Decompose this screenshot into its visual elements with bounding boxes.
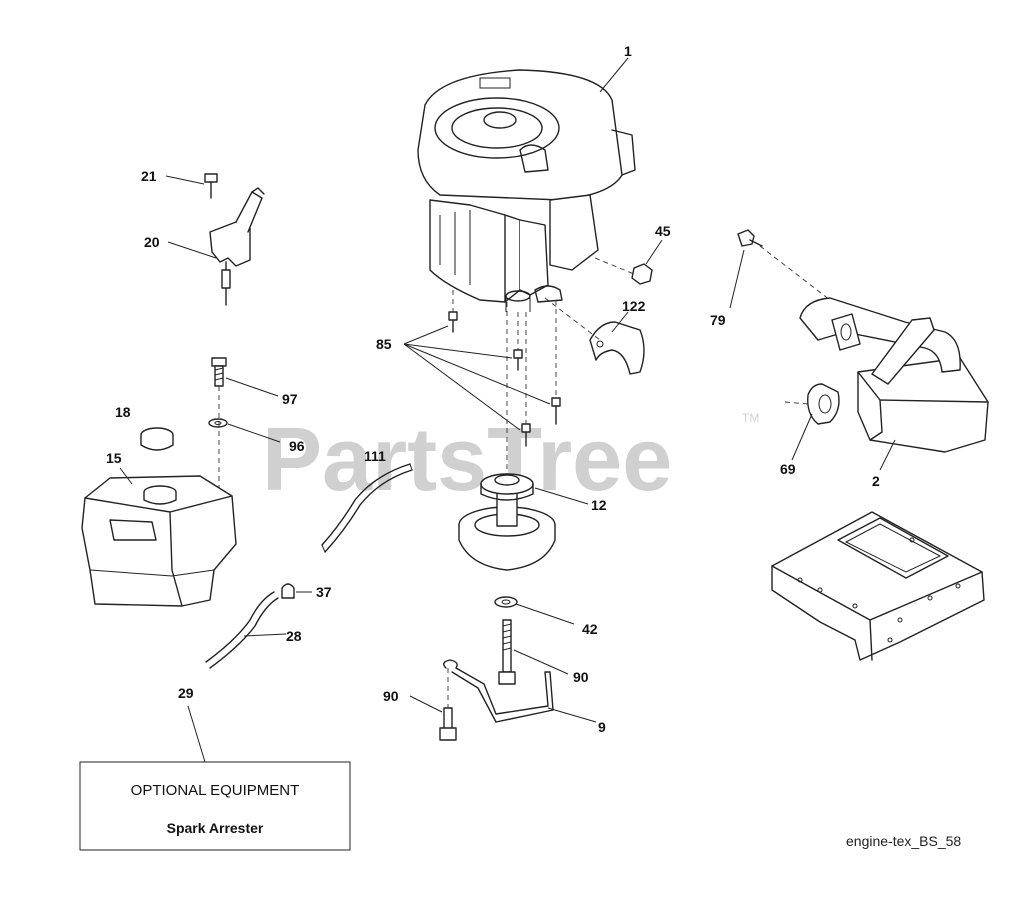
- callout-84[interactable]: 85: [376, 336, 392, 352]
- gasket-69[interactable]: [807, 383, 840, 425]
- callout-18[interactable]: 18: [115, 404, 131, 420]
- washer-42[interactable]: [494, 596, 518, 608]
- shield-122[interactable]: [589, 321, 645, 375]
- bolt-85[interactable]: [498, 619, 516, 685]
- engine-part[interactable]: [417, 69, 636, 312]
- callout-79[interactable]: 79: [710, 312, 726, 328]
- optional-equipment-subtitle: Spark Arrester: [167, 820, 264, 836]
- optional-equipment-title: OPTIONAL EQUIPMENT: [131, 782, 300, 799]
- callout-29[interactable]: 29: [178, 685, 194, 701]
- callout-2[interactable]: 2: [872, 473, 880, 489]
- callout-37[interactable]: 37: [316, 584, 332, 600]
- callout-85[interactable]: 90: [573, 669, 589, 685]
- fuel-tank-15[interactable]: [81, 475, 237, 607]
- callout-42[interactable]: 42: [582, 621, 598, 637]
- throttle-control-20[interactable]: [209, 187, 265, 306]
- clamp-37[interactable]: [281, 583, 295, 599]
- callout-9[interactable]: 9: [598, 719, 606, 735]
- watermark: PartsTree: [262, 410, 672, 510]
- screw-97[interactable]: [211, 357, 227, 387]
- callout-97[interactable]: 97: [282, 391, 298, 407]
- watermark-tm: TM: [742, 411, 759, 425]
- screw-21[interactable]: [204, 173, 218, 199]
- engine-mount-plate: [771, 511, 985, 661]
- washer-96[interactable]: [208, 418, 228, 428]
- callout-69[interactable]: 69: [780, 461, 796, 477]
- pulley-12[interactable]: [458, 473, 556, 571]
- callout-12[interactable]: 12: [591, 497, 607, 513]
- callout-15[interactable]: 15: [106, 450, 122, 466]
- callout-28[interactable]: 28: [286, 628, 302, 644]
- hose-111[interactable]: [321, 463, 413, 553]
- optional-equipment-box: OPTIONAL EQUIPMENT Spark Arrester: [79, 761, 351, 851]
- nut-45[interactable]: [631, 263, 653, 285]
- bolt-90[interactable]: [439, 707, 457, 741]
- hose-28[interactable]: [205, 591, 279, 669]
- rod-9[interactable]: [443, 659, 554, 723]
- callout-21[interactable]: 21: [141, 168, 157, 184]
- callout-122[interactable]: 122: [622, 298, 646, 314]
- bolt-79[interactable]: [737, 229, 763, 247]
- callout-45[interactable]: 45: [655, 223, 671, 239]
- callout-96[interactable]: 96: [289, 438, 305, 454]
- callout-20[interactable]: 20: [144, 234, 160, 250]
- callout-1[interactable]: 1: [624, 43, 632, 59]
- muffler-2[interactable]: [799, 297, 989, 453]
- diagram-code: engine-tex_BS_58: [846, 833, 961, 849]
- callout-90-label[interactable]: 90: [383, 688, 399, 704]
- fuel-cap-18[interactable]: [140, 427, 174, 451]
- callout-111[interactable]: 111: [364, 448, 386, 464]
